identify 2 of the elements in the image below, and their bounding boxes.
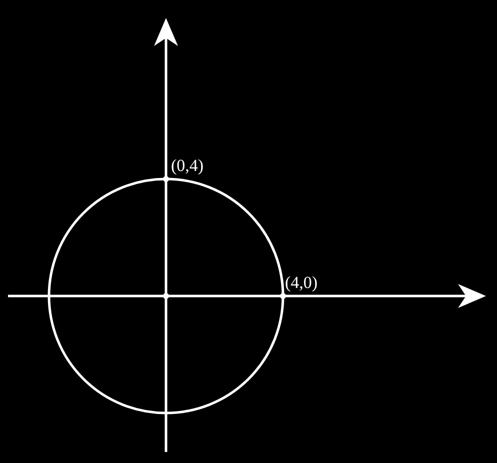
point-label: (0,4)	[171, 157, 204, 174]
point-label: (4,0)	[285, 274, 318, 291]
